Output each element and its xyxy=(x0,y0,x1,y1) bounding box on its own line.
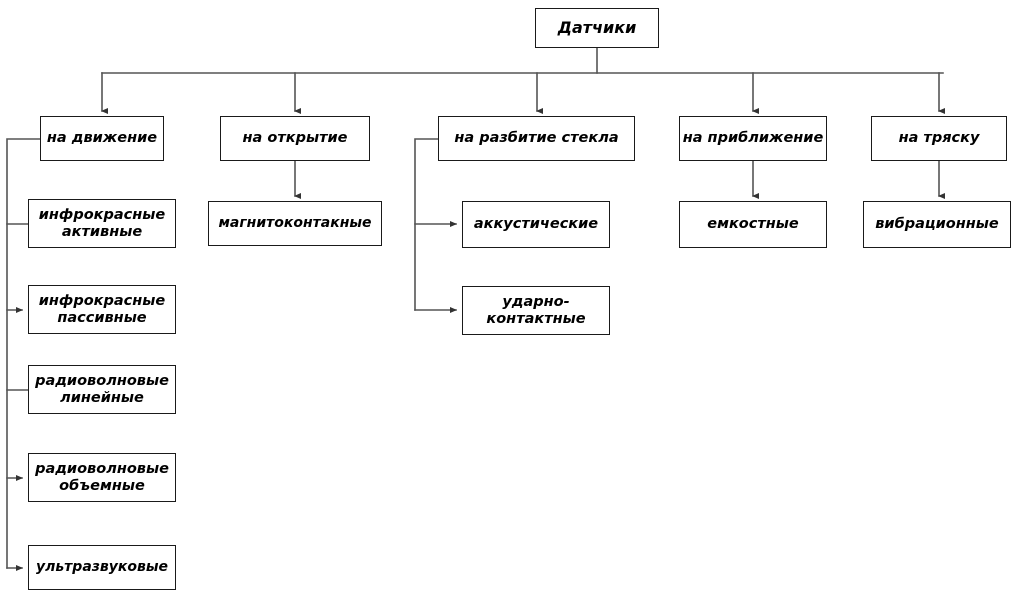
node-motion-label: на движение xyxy=(46,130,158,147)
node-radio-linear[interactable]: радиоволновые линейные xyxy=(28,365,176,414)
node-ir-passive[interactable]: инфрокрасные пассивные xyxy=(28,285,176,334)
node-acoustic-label: аккустические xyxy=(473,216,599,233)
node-ir-passive-label: инфрокрасные пассивные xyxy=(38,293,166,326)
connector-glass-elbow xyxy=(414,138,439,311)
node-ir-active[interactable]: инфрокрасные активные xyxy=(28,199,176,248)
node-capacitive[interactable]: емкостные xyxy=(679,201,827,248)
node-capacitive-label: емкостные xyxy=(707,216,799,233)
node-root[interactable]: Датчики xyxy=(535,8,659,48)
node-glass-break[interactable]: на разбитие стекла xyxy=(438,116,635,161)
node-magnetic-contact-label: магнитоконтакные xyxy=(218,214,372,231)
node-radio-linear-label: радиоволновые линейные xyxy=(35,373,169,406)
node-proximity-label: на приближение xyxy=(682,130,824,147)
node-root-label: Датчики xyxy=(557,18,637,38)
node-radio-volumetric[interactable]: радиоволновые объемные xyxy=(28,453,176,502)
node-impact-contact-label: ударно- контактные xyxy=(486,294,586,327)
node-impact-contact[interactable]: ударно- контактные xyxy=(462,286,610,335)
node-acoustic[interactable]: аккустические xyxy=(462,201,610,248)
node-ultrasonic-label: ультразвуковые xyxy=(35,558,169,575)
node-shake-label: на тряску xyxy=(898,130,980,147)
node-radio-volumetric-label: радиоволновые объемные xyxy=(35,461,169,494)
node-opening-label: на открытие xyxy=(242,130,348,147)
node-ultrasonic[interactable]: ультразвуковые xyxy=(28,545,176,590)
node-vibration-label: вибрационные xyxy=(875,216,999,233)
node-glass-break-label: на разбитие стекла xyxy=(454,130,619,147)
node-opening[interactable]: на открытие xyxy=(220,116,370,161)
node-proximity[interactable]: на приближение xyxy=(679,116,827,161)
node-vibration[interactable]: вибрационные xyxy=(863,201,1011,248)
node-magnetic-contact[interactable]: магнитоконтакные xyxy=(208,201,382,246)
node-motion[interactable]: на движение xyxy=(40,116,164,161)
node-shake[interactable]: на тряску xyxy=(871,116,1007,161)
node-ir-active-label: инфрокрасные активные xyxy=(38,207,166,240)
